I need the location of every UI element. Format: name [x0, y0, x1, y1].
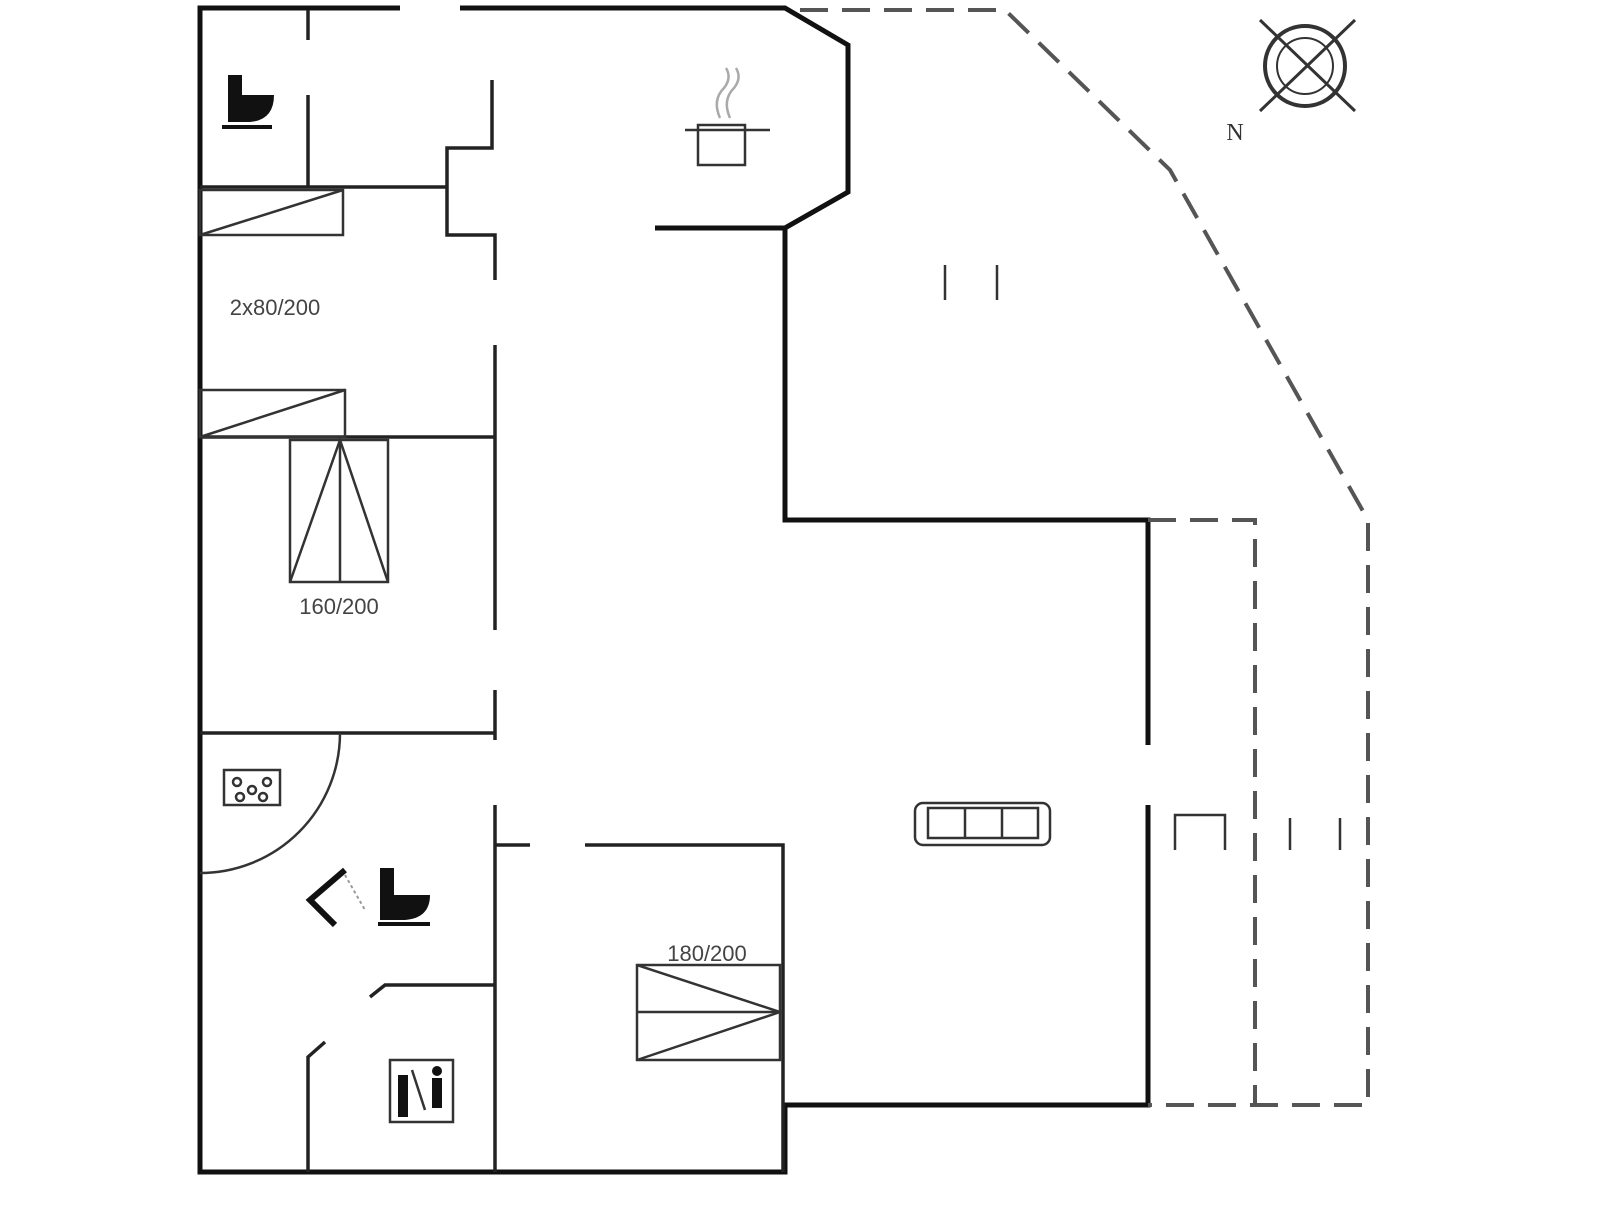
cooking-pot-icon	[685, 67, 770, 167]
shower-icon	[305, 867, 366, 928]
terrace-outline	[800, 8, 1370, 1107]
bed-size-label: 180/200	[667, 941, 747, 966]
bed-size-label: 2x80/200	[230, 295, 321, 320]
compass-icon: N	[1226, 18, 1357, 146]
exterior-walls	[197, 5, 1151, 1175]
sofa-icon	[913, 801, 1052, 847]
sauna-icon	[388, 1058, 455, 1124]
misc-marks	[943, 265, 1342, 850]
toilet-icon	[222, 75, 274, 129]
compass-north-label: N	[1226, 120, 1243, 146]
beds	[198, 188, 784, 1062]
door-swing-arc	[199, 732, 342, 875]
toilet-icon	[378, 868, 430, 926]
interior-walls	[199, 10, 785, 1172]
bed-size-label: 160/200	[299, 594, 379, 619]
washing-machine-icon	[222, 768, 282, 807]
